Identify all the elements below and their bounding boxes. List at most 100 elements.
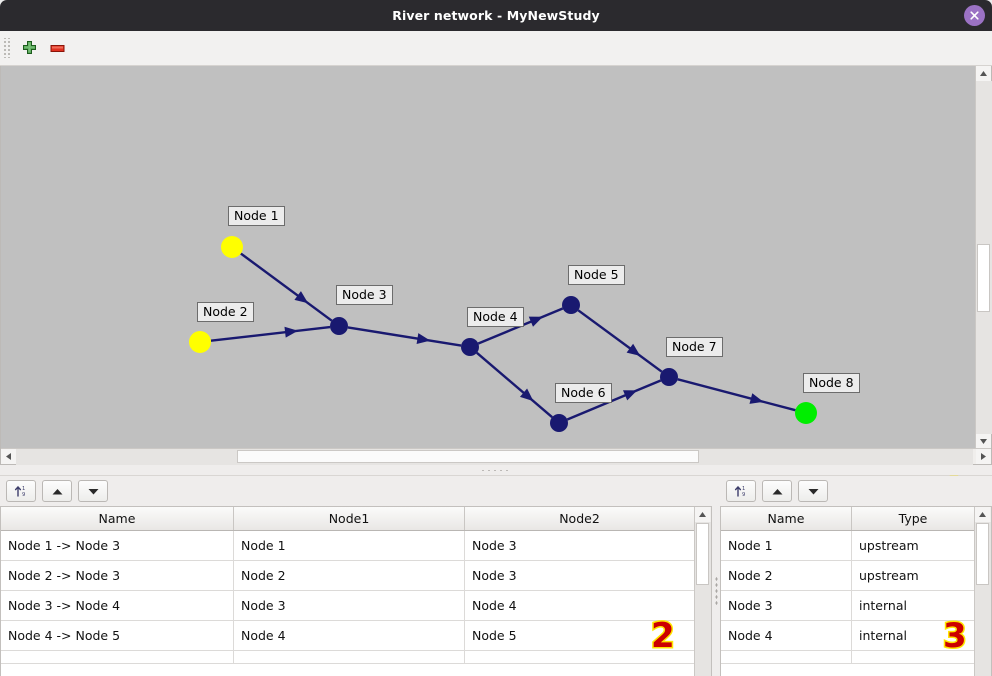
table-cell[interactable]: internal [851, 590, 974, 621]
graph-node-label-node8[interactable]: Node 8 [803, 373, 860, 394]
toolbar-drag-handle[interactable] [3, 38, 11, 58]
graph-node-node4[interactable] [461, 338, 479, 356]
table-row-empty[interactable] [721, 650, 974, 664]
sort-ascending-icon[interactable]: 1 9 [726, 480, 756, 502]
table-cell[interactable]: upstream [851, 530, 974, 561]
reaches-scroll-up-arrow-icon[interactable] [695, 507, 710, 522]
table-cell[interactable]: Node 4 [464, 590, 694, 621]
graph-node-label-node5[interactable]: Node 5 [568, 265, 625, 286]
graph-node-label-node4[interactable]: Node 4 [467, 307, 524, 328]
graph-node-node3[interactable] [330, 317, 348, 335]
table-cell[interactable]: Node 3 -> Node 4 [1, 590, 234, 621]
canvas-vertical-scrollbar[interactable] [975, 66, 992, 449]
table-cell-empty[interactable] [721, 650, 852, 664]
graph-node-node2[interactable] [189, 331, 211, 353]
edge-Node7-to-Node8[interactable] [677, 378, 796, 412]
add-plus-icon[interactable] [15, 34, 43, 62]
edge-Node5-to-Node7[interactable] [577, 309, 663, 373]
move-up-icon[interactable] [762, 480, 792, 502]
table-cell[interactable]: Node 3 [464, 530, 694, 561]
canvas-hscroll-thumb[interactable] [237, 450, 699, 463]
vertical-splitter[interactable] [712, 476, 720, 676]
edge-Node6-to-Node7[interactable] [566, 379, 662, 421]
table-cell[interactable]: Node 3 [464, 560, 694, 591]
graph-node-node6[interactable] [550, 414, 568, 432]
column-header-type[interactable]: Type [851, 507, 974, 531]
scroll-up-arrow-icon[interactable] [976, 66, 991, 81]
table-row-empty[interactable] [1, 650, 694, 664]
graph-node-label-node1[interactable]: Node 1 [228, 206, 285, 227]
scroll-right-arrow-icon[interactable] [976, 449, 991, 464]
horizontal-splitter[interactable] [0, 465, 992, 476]
nodes-table-vertical-scrollbar[interactable] [974, 507, 991, 676]
graph-node-node8[interactable] [795, 402, 817, 424]
column-header-name[interactable]: Name [1, 507, 234, 531]
move-up-icon[interactable] [42, 480, 72, 502]
table-cell[interactable]: Node 3 [721, 590, 852, 621]
scroll-left-arrow-icon[interactable] [1, 449, 16, 464]
scroll-down-arrow-icon[interactable] [976, 434, 991, 449]
table-cell[interactable]: Node 4 -> Node 5 [1, 620, 234, 651]
reaches-table-vertical-scrollbar[interactable] [694, 507, 711, 676]
table-cell[interactable]: Node 1 [233, 530, 465, 561]
edge-Node3-to-Node4[interactable] [347, 326, 462, 347]
remove-minus-icon[interactable] [43, 34, 71, 62]
table-cell[interactable]: upstream [851, 560, 974, 591]
table-cell-empty[interactable] [233, 650, 465, 664]
table-cell[interactable]: Node 3 [233, 590, 465, 621]
table-cell[interactable]: Node 4 [233, 620, 465, 651]
graph-node-label-node7[interactable]: Node 7 [666, 337, 723, 358]
table-cell[interactable]: Node 2 [721, 560, 852, 591]
river-network-graph[interactable] [1, 66, 976, 449]
close-icon[interactable] [964, 5, 985, 26]
graph-node-node5[interactable] [562, 296, 580, 314]
edge-Node4-to-Node6[interactable] [476, 351, 553, 419]
table-cell[interactable]: Node 2 -> Node 3 [1, 560, 234, 591]
table-cell-empty[interactable] [851, 650, 974, 664]
column-header-node2[interactable]: Node2 [464, 507, 694, 531]
move-down-icon[interactable] [798, 480, 828, 502]
graph-node-label-node6[interactable]: Node 6 [555, 383, 612, 404]
table-cell[interactable]: Node 1 [721, 530, 852, 561]
column-header-node1[interactable]: Node1 [233, 507, 465, 531]
nodes-scroll-up-arrow-icon[interactable] [975, 507, 990, 522]
graph-node-node1[interactable] [221, 236, 243, 258]
canvas-horizontal-scrollbar[interactable] [1, 448, 991, 465]
table-cell[interactable]: Node 2 [233, 560, 465, 591]
table-cell-empty[interactable] [464, 650, 694, 664]
table-cell[interactable]: Node 5 [464, 620, 694, 651]
table-cell[interactable]: Node 4 [721, 620, 852, 651]
sort-ascending-icon[interactable]: 1 9 [6, 480, 36, 502]
canvas-vscroll-thumb[interactable] [977, 244, 990, 312]
reaches-vscroll-thumb[interactable] [696, 523, 709, 585]
table-cell-empty[interactable] [1, 650, 234, 664]
table-cell[interactable]: Node 1 -> Node 3 [1, 530, 234, 561]
network-canvas-area[interactable]: Node 1 Node 2 Node 3 Node 4 Node 5 Node 6 Node… [0, 66, 992, 510]
graph-node-node7[interactable] [660, 368, 678, 386]
table-cell[interactable]: internal [851, 620, 974, 651]
column-header-name[interactable]: Name [721, 507, 852, 531]
graph-node-label-node2[interactable]: Node 2 [197, 302, 254, 323]
nodes-vscroll-thumb[interactable] [976, 523, 989, 585]
edge-Node2-to-Node3[interactable] [210, 325, 331, 342]
graph-node-label-node3[interactable]: Node 3 [336, 285, 393, 306]
edge-Node1-to-Node3[interactable] [240, 252, 333, 322]
